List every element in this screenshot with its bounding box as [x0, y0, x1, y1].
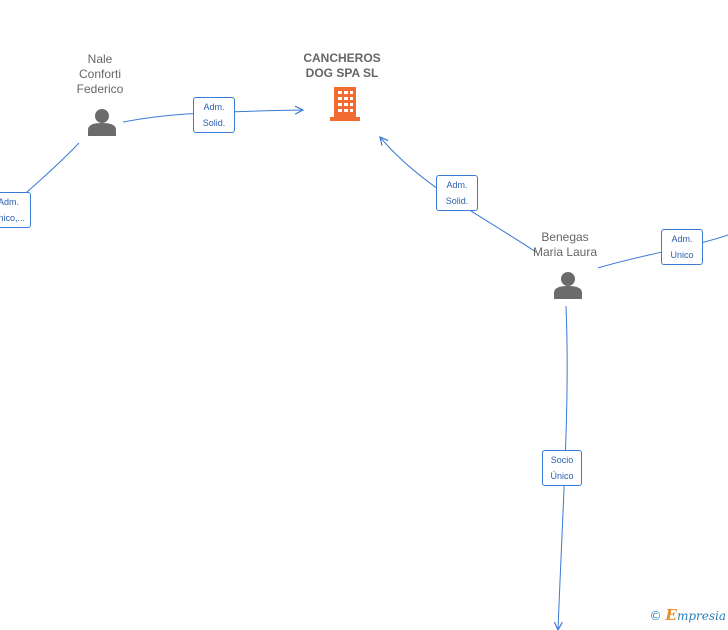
person-icon[interactable] — [88, 108, 116, 136]
person-name-benegas[interactable]: Benegas Maria Laura — [532, 230, 598, 259]
person-name-nale[interactable]: Nale Conforti Federico — [76, 52, 124, 96]
edge-label-right-offscreen[interactable]: Adm. Unico — [661, 229, 703, 265]
building-icon[interactable] — [330, 87, 360, 121]
edge-nale-to-company — [122, 110, 303, 123]
company-name[interactable]: CANCHEROS DOG SPA SL — [303, 51, 381, 80]
edge-label-benegas-company[interactable]: Adm. Solid. — [436, 175, 478, 211]
edge-label-nale-company[interactable]: Adm. Solid. — [193, 97, 235, 133]
brand-logo: ©Empresia — [649, 606, 727, 624]
person-icon[interactable] — [554, 271, 582, 299]
edge-label-left-offscreen[interactable]: Adm. Unico,... — [0, 192, 31, 228]
edge-label-bottom-offscreen[interactable]: Socio Único — [542, 450, 582, 486]
